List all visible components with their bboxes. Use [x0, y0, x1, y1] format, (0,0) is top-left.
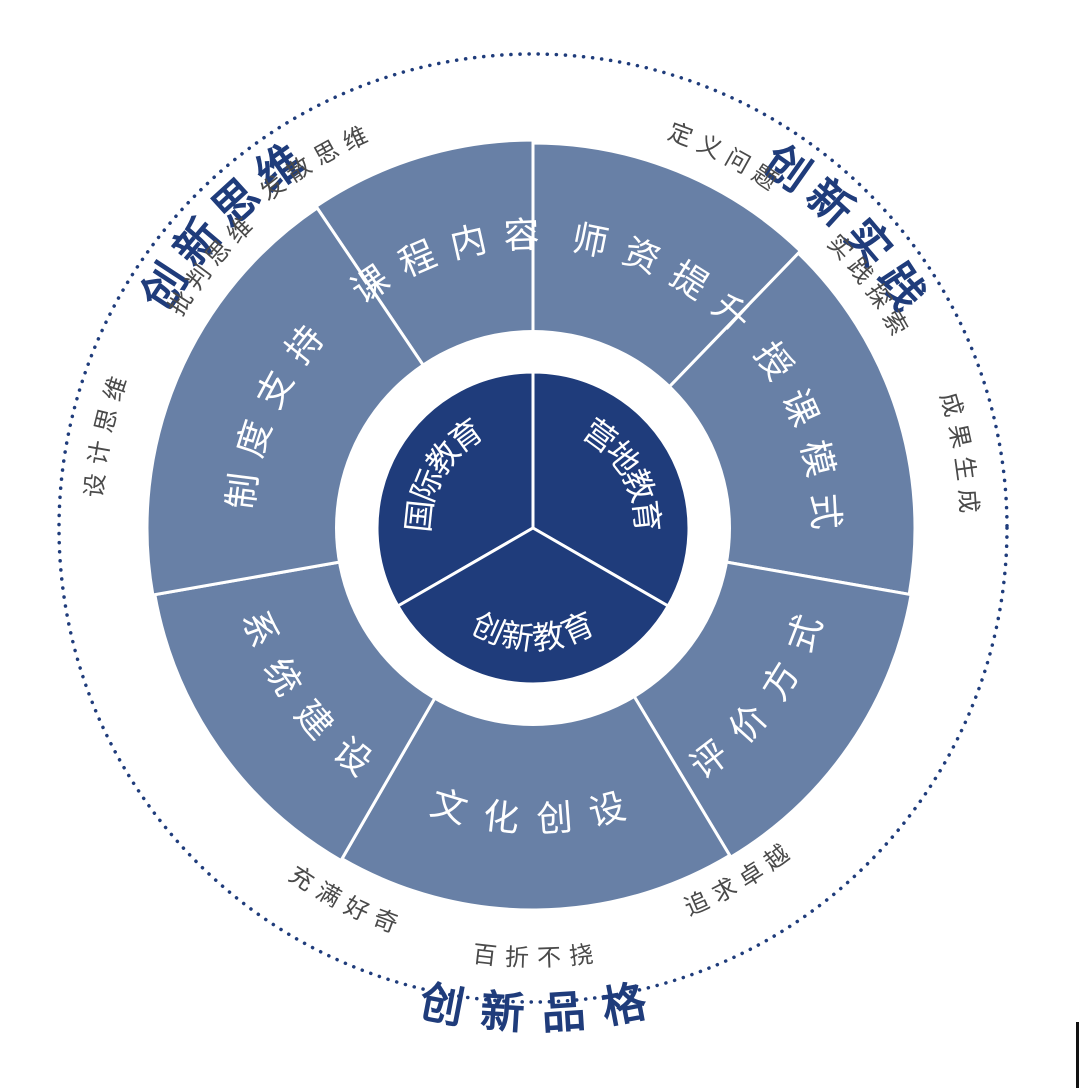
dotted-outer-ring	[57, 52, 1009, 1004]
segment-label-culture-char: 创	[535, 797, 574, 841]
keyword-critical: 批判思维批判思维	[162, 212, 258, 321]
heading-character-char: 品	[540, 986, 587, 1040]
keyword-persevere-char: 百	[471, 940, 498, 971]
core-label-innovation-char: 新	[499, 616, 536, 658]
heading-character: 创新品格创新品格	[416, 976, 652, 1040]
core-label-innovation-char: 教	[530, 616, 567, 658]
keyword-curious-char: 好	[340, 891, 374, 926]
keyword-design-char: 计	[84, 439, 116, 467]
keyword-results-char: 生	[949, 455, 980, 483]
segment-label-teaching-char: 式	[803, 492, 846, 530]
core-slice-innovation	[395, 526, 671, 686]
segment-label-culture: 文化创设文化创设	[426, 783, 630, 841]
keyword-curious-char: 充	[284, 860, 319, 897]
keyword-define-char: 义	[693, 129, 727, 164]
heading-character-char: 创	[416, 976, 469, 1034]
keyword-design-char: 设	[80, 472, 110, 499]
keyword-excellence-char: 越	[759, 839, 795, 876]
segment-label-curriculum-char: 容	[503, 215, 541, 257]
keyword-divergent: 发散思维发散思维	[255, 121, 372, 207]
segment-label-teachers-char: 师	[568, 218, 611, 265]
core-circle	[375, 370, 691, 686]
segment-label-culture-char: 化	[481, 796, 521, 841]
heading-character-char: 新	[479, 986, 526, 1040]
keyword-results-char: 成	[953, 488, 982, 514]
keyword-define-char: 问	[720, 143, 755, 179]
keyword-curious-char: 满	[311, 877, 346, 913]
corner-mark	[1076, 1022, 1079, 1088]
heading-character-char: 格	[598, 976, 652, 1035]
core-slice-international	[375, 370, 535, 609]
keyword-excellence-char: 卓	[734, 857, 769, 893]
keyword-results-char: 成	[934, 389, 968, 420]
keyword-design-char: 维	[99, 373, 133, 405]
keyword-excellence-char: 求	[707, 873, 741, 909]
keyword-design-char: 思	[90, 405, 123, 435]
core-slice-local	[531, 370, 691, 609]
core-label-local-char: 育	[626, 498, 667, 534]
keyword-persevere-char: 折	[504, 943, 529, 972]
keyword-curious-char: 奇	[369, 904, 401, 939]
keyword-persevere: 百折不挠百折不挠	[471, 940, 595, 972]
keyword-divergent-char: 维	[338, 121, 371, 156]
segment-label-curriculum-char: 内	[446, 219, 490, 267]
keyword-persevere-char: 挠	[568, 940, 595, 971]
keyword-divergent-char: 思	[309, 135, 344, 171]
segment-label-policy-char: 制	[221, 471, 266, 512]
keyword-persevere-char: 不	[537, 943, 562, 972]
outer-segments	[145, 138, 917, 912]
keyword-design: 设计思维设计思维	[80, 373, 133, 499]
keyword-results-char: 果	[943, 422, 975, 451]
core-label-international-char: 国	[399, 498, 440, 534]
keyword-define-char: 定	[664, 117, 696, 152]
keyword-excellence-char: 追	[680, 886, 713, 921]
keyword-explore-char: 索	[877, 305, 913, 340]
